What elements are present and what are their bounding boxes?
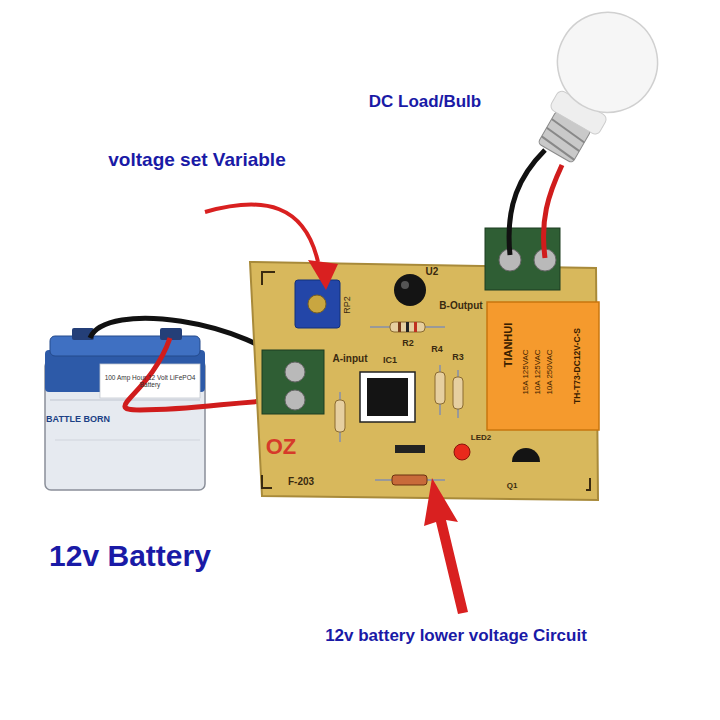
part-name: IC1 [383,356,397,366]
board-mark: OZ [266,435,297,459]
part-name: Q1 [507,482,518,491]
relay-model: TH-T73-DC12V-C-S [573,328,582,404]
arrowhead [308,260,338,290]
relay-brand: TIANHUI [502,323,514,368]
relay-rating: 10A 250VAC [546,349,555,394]
battery-brand: BATTLE BORN [46,415,110,425]
part-name: R3 [452,353,464,363]
callout-title: DC Load/Bulb [369,93,481,112]
relay [487,302,599,430]
board-code: F-203 [288,476,314,487]
relay-rating: 15A 125VAC [522,349,531,394]
red-wire [544,165,562,258]
ic-chip [360,372,415,422]
callout-arrow [424,478,468,614]
callout-title: 12v Battery [49,539,211,572]
relay-rating: 10A 125VAC [534,349,543,394]
callout-title: 12v battery lower voltage Circuit [325,627,587,646]
resistors [335,322,463,442]
transistor [512,448,540,462]
battery-label: 100 Amp Hour 12 Volt LiFePO4 Battery [104,374,196,388]
output-terminal [485,228,560,290]
terminal-name: B-Output [439,300,482,311]
part-name: U2 [426,266,439,277]
input-terminal [262,350,324,414]
callout-title: voltage set Variable [108,150,285,171]
pcb-board [250,262,598,500]
diode [392,475,427,485]
callout-arrow [205,205,318,262]
part-name: RP2 [343,296,353,314]
part-name: LED2 [471,434,491,443]
part-name: R2 [402,339,414,349]
potentiometer [295,280,340,328]
capacitor [394,274,426,306]
led [454,444,470,460]
terminal-name: A-input [333,353,368,364]
black-wire [509,150,545,255]
bulb-picture [512,0,676,178]
diode [395,445,425,453]
part-name: R4 [431,345,443,355]
